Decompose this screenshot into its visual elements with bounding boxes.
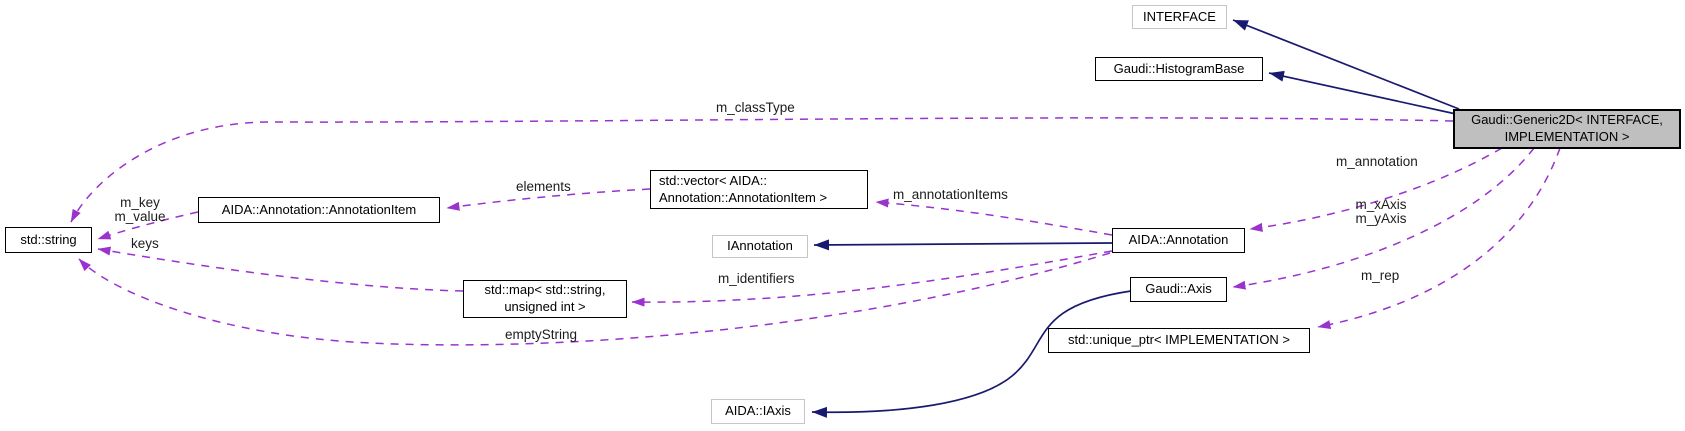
edge-label-m-axes: m_xAxis m_yAxis — [1345, 197, 1417, 227]
edge-label-m-annotation: m_annotation — [1336, 154, 1418, 169]
edge-label-m-yaxis: m_yAxis — [1355, 211, 1407, 227]
node-aida-annotation-label: AIDA::Annotation — [1128, 232, 1229, 248]
edge-inherit-iaxis — [811, 290, 1132, 418]
node-std-string[interactable]: std::string — [5, 227, 92, 253]
edge-keys — [97, 246, 464, 292]
node-gaudi-axis[interactable]: Gaudi::Axis — [1130, 277, 1227, 302]
node-gaudi-histogrambase[interactable]: Gaudi::HistogramBase — [1095, 57, 1263, 81]
node-aida-iaxis: AIDA::IAxis — [711, 399, 805, 424]
edge-label-emptystring: emptyString — [505, 327, 578, 342]
node-gaudi-histogrambase-label: Gaudi::HistogramBase — [1113, 60, 1245, 76]
node-std-map-line1: std::map< std::string, — [484, 282, 606, 298]
edge-m-annotationitems — [875, 198, 1113, 236]
node-gaudi-generic2d: Gaudi::Generic2D< INTERFACE, IMPLEMENTAT… — [1453, 109, 1681, 149]
node-std-unique-ptr-label: std::unique_ptr< IMPLEMENTATION > — [1067, 332, 1291, 348]
node-interface: INTERFACE — [1132, 5, 1227, 29]
edge-m-key-value — [97, 211, 199, 240]
edge-m-annotation — [1249, 147, 1503, 232]
edge-label-elements: elements — [516, 179, 571, 194]
edge-label-m-value: m_value — [114, 209, 166, 225]
edge-m-identifiers — [631, 250, 1113, 307]
node-std-map-line2: unsigned int > — [504, 299, 586, 314]
edge-label-m-rep: m_rep — [1361, 268, 1400, 283]
edge-m-classtype — [70, 117, 1454, 223]
edge-inherit-iannotation — [813, 239, 1113, 251]
node-aida-iaxis-label: AIDA::IAxis — [725, 403, 791, 419]
node-aida-annotation[interactable]: AIDA::Annotation — [1112, 228, 1245, 253]
node-interface-label: INTERFACE — [1143, 8, 1216, 24]
edge-m-rep — [1317, 147, 1561, 329]
edge-label-keys: keys — [131, 236, 159, 251]
node-gaudi-generic2d-line1: Gaudi::Generic2D< INTERFACE, — [1471, 112, 1663, 128]
edge-elements — [446, 188, 651, 211]
edge-inherit-interface — [1232, 19, 1460, 110]
edge-label-m-key-value: m_key m_value — [108, 195, 172, 225]
node-std-vector-line2: Annotation::AnnotationItem > — [659, 189, 828, 205]
node-aida-annotationitem[interactable]: AIDA::Annotation::AnnotationItem — [198, 197, 440, 223]
node-std-vector-line1: std::vector< AIDA:: — [659, 172, 768, 188]
edge-label-m-identifiers: m_identifiers — [718, 271, 795, 286]
edge-label-m-key: m_key — [120, 195, 160, 210]
node-std-unique-ptr[interactable]: std::unique_ptr< IMPLEMENTATION > — [1048, 328, 1310, 353]
node-aida-annotationitem-label: AIDA::Annotation::AnnotationItem — [221, 201, 417, 217]
node-gaudi-generic2d-line2: IMPLEMENTATION > — [1504, 129, 1630, 144]
node-iannotation: IAnnotation — [712, 235, 808, 258]
node-std-vector-annotationitem[interactable]: std::vector< AIDA:: Annotation::Annotati… — [650, 170, 868, 209]
edge-emptystring — [78, 252, 1111, 346]
node-iannotation-label: IAnnotation — [727, 238, 793, 254]
edge-label-m-annotationitems: m_annotationItems — [893, 187, 1008, 202]
edge-m-axes — [1232, 147, 1535, 290]
node-std-string-label: std::string — [20, 231, 77, 247]
edge-inherit-histogram-base — [1268, 70, 1457, 115]
node-gaudi-axis-label: Gaudi::Axis — [1145, 281, 1212, 297]
edge-label-m-classtype: m_classType — [716, 100, 795, 115]
node-std-map[interactable]: std::map< std::string, unsigned int > — [463, 280, 627, 318]
edge-label-m-xaxis: m_xAxis — [1355, 197, 1407, 212]
